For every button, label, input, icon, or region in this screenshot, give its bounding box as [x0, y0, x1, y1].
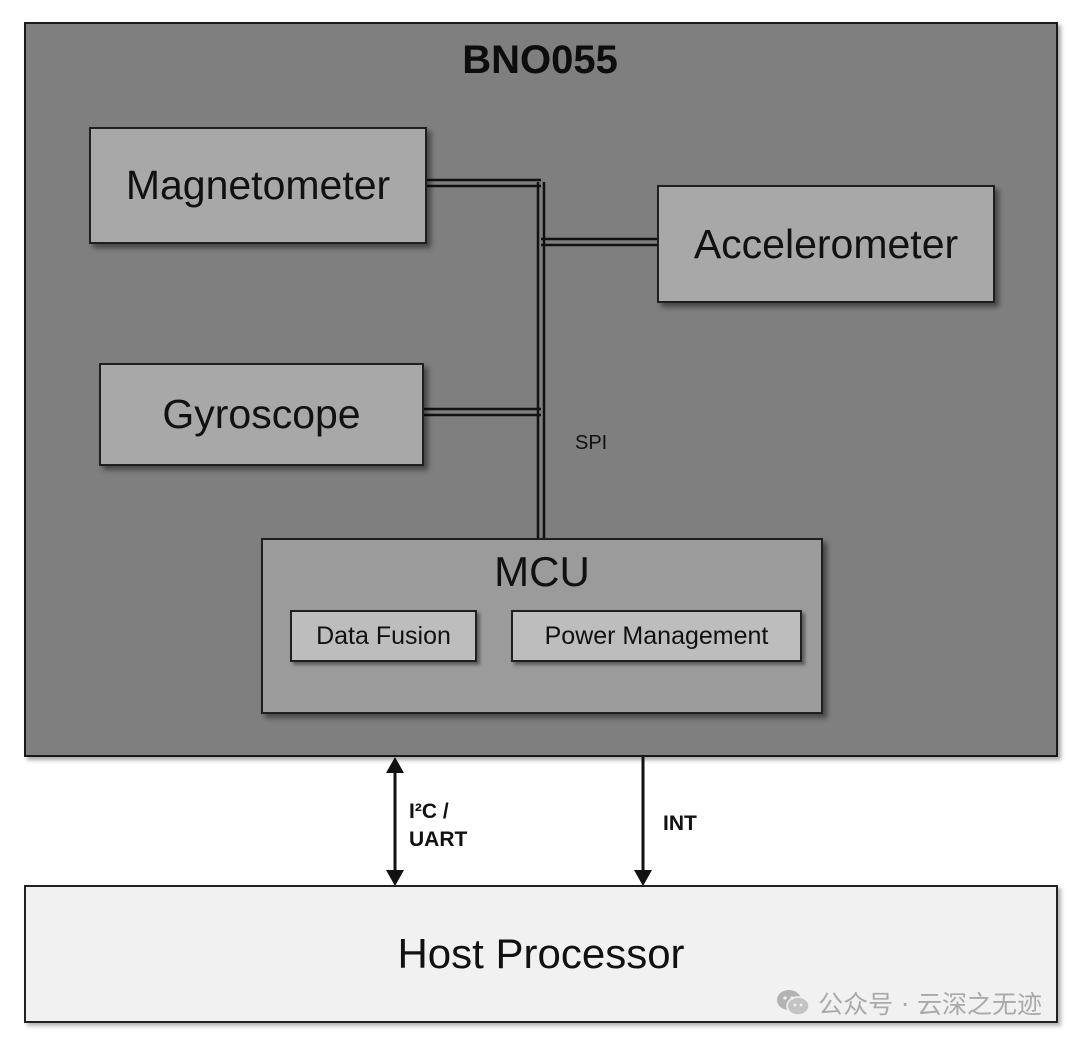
int-arrowhead-down: [634, 870, 652, 886]
accelerometer-block: Accelerometer: [657, 185, 995, 303]
watermark-text: 公众号 · 云深之无迹: [818, 990, 1042, 1019]
int-label: INT: [663, 812, 697, 835]
i2c-uart-arrowhead-down: [386, 870, 404, 886]
i2c-uart-arrowhead-up: [386, 757, 404, 773]
i2c-uart-label: I²C / UART: [409, 798, 471, 854]
gyroscope-block: Gyroscope: [99, 363, 424, 466]
i2c-uart-text: I²C / UART: [409, 800, 468, 851]
magnetometer-block: Magnetometer: [89, 127, 427, 244]
mcu-title: MCU: [494, 548, 590, 595]
spi-label: SPI: [575, 432, 608, 454]
host-processor-block: [24, 885, 1058, 1023]
data-fusion-block: Data Fusion: [290, 610, 477, 662]
watermark: 公众号 · 云深之无迹: [776, 985, 1042, 1021]
wechat-icon: [777, 990, 810, 1016]
chip-title: BNO055: [462, 38, 618, 82]
host-processor-label: Host Processor: [397, 930, 685, 977]
power-management-block: Power Management: [511, 610, 802, 662]
